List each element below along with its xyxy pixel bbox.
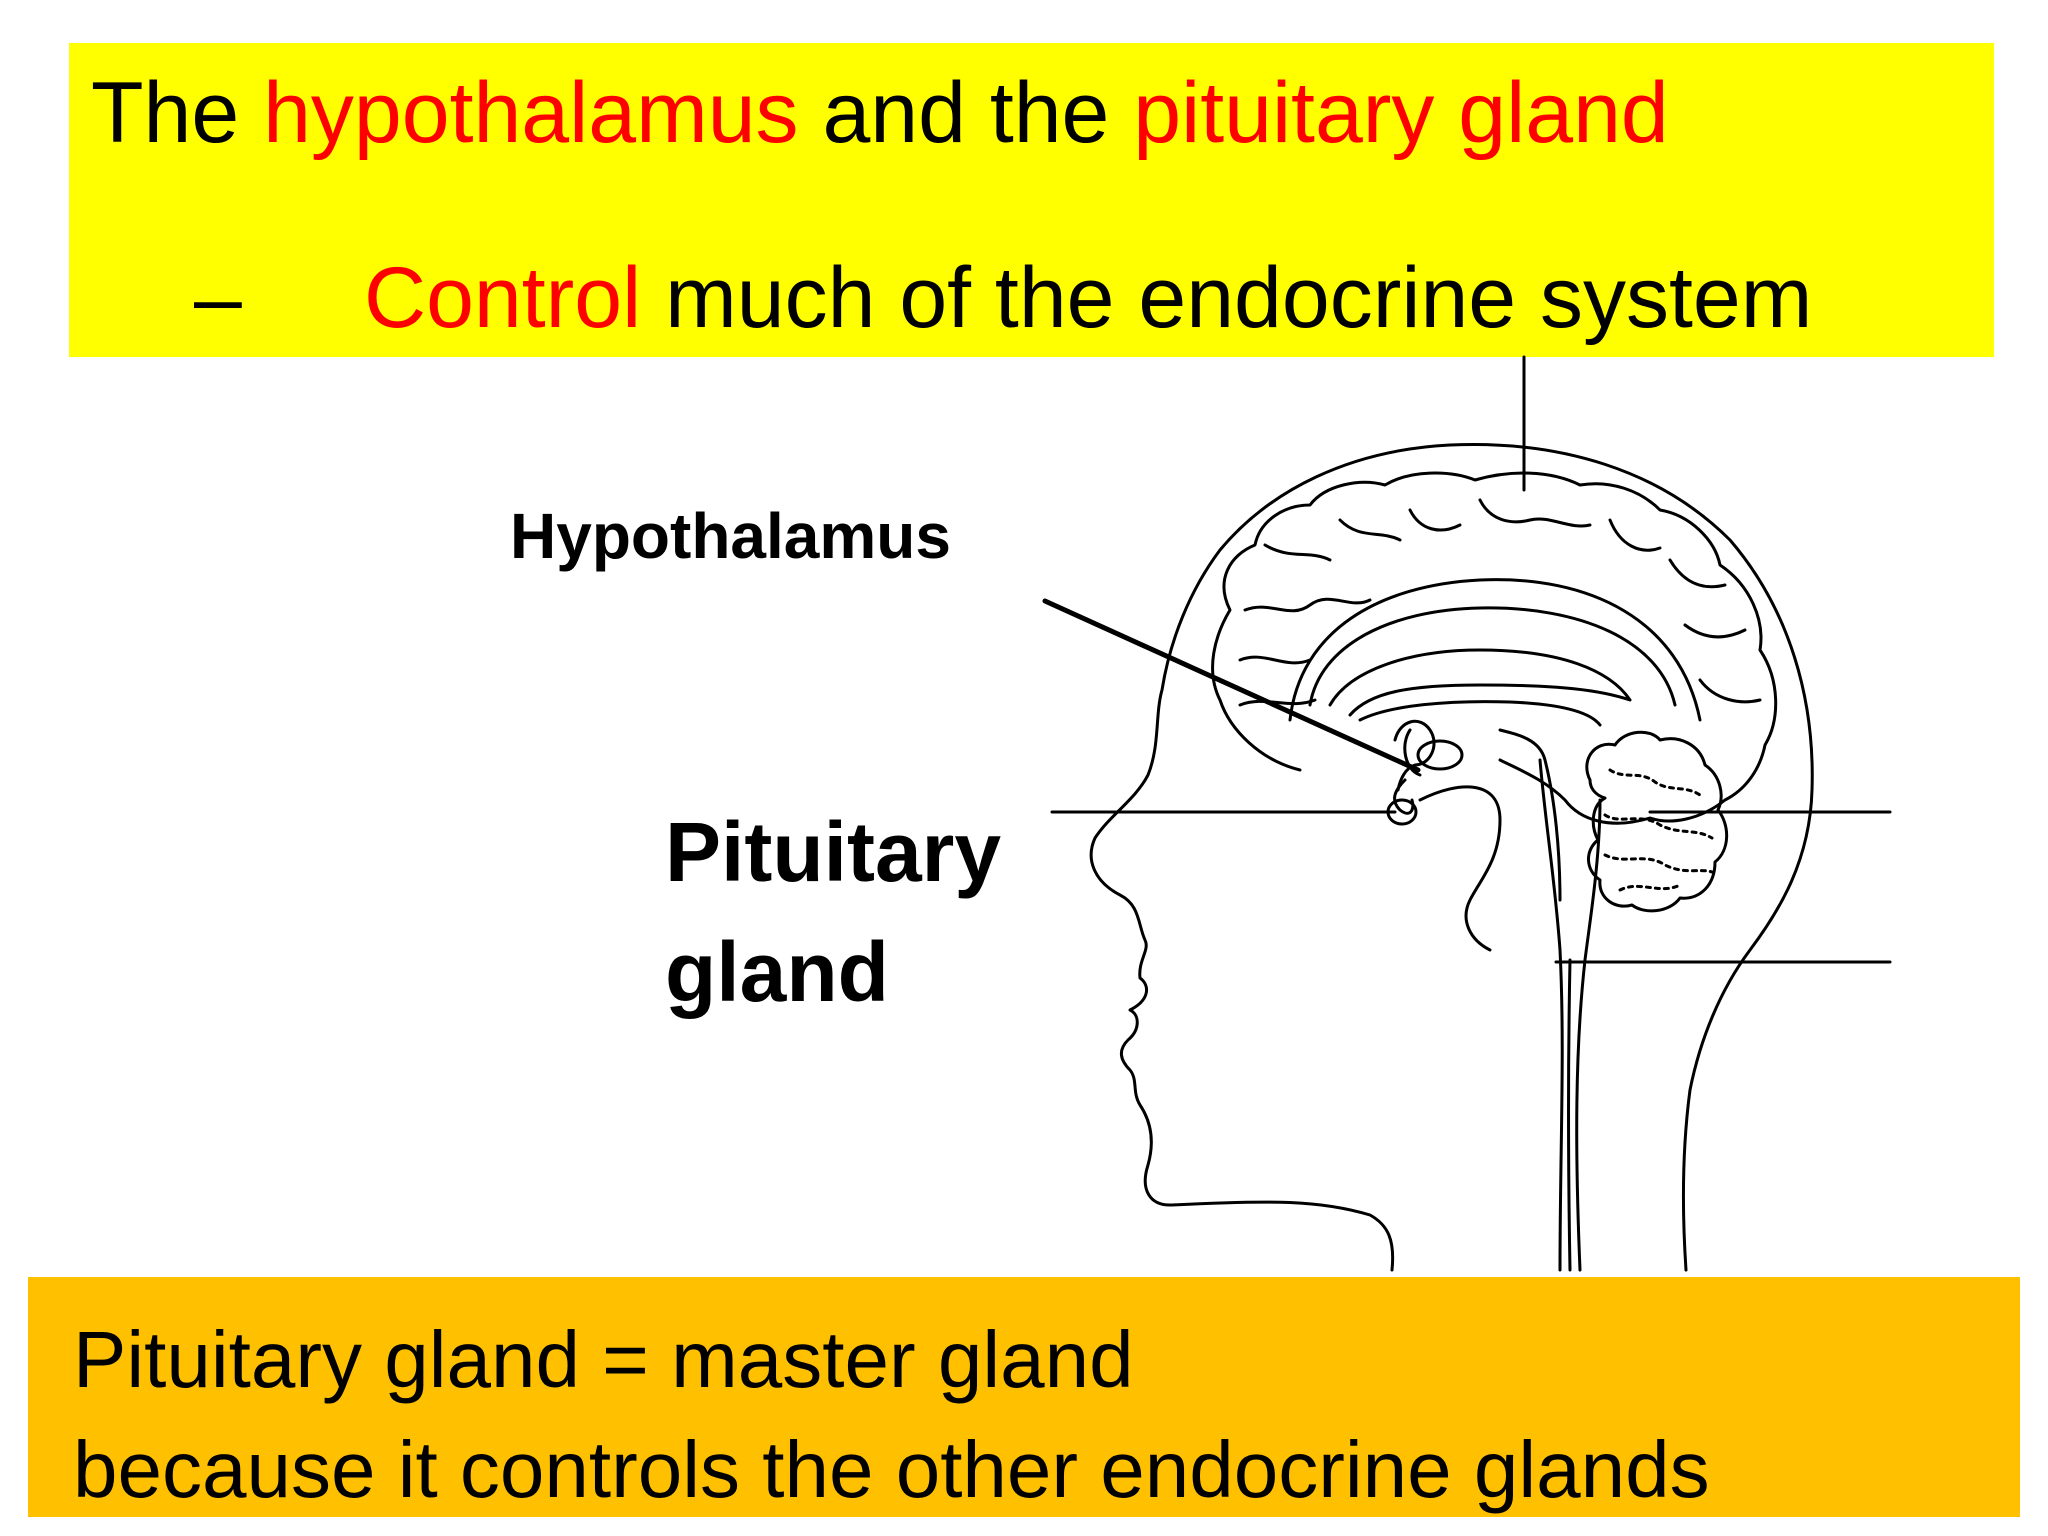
- bullet-point: – Control much of the endocrine system: [194, 248, 1812, 348]
- spinal-line: [1567, 958, 1572, 1272]
- hypothalamus-pointer-line: [1042, 598, 1421, 773]
- summary-line-2: because it controls the other endocrine …: [73, 1425, 1710, 1514]
- inner-arch-1: [1288, 578, 1702, 722]
- summary-line-1: Pituitary gland = master gland: [73, 1315, 1134, 1404]
- summary-box: Pituitary gland = master gland because i…: [28, 1277, 2020, 1517]
- gyrus-line-5: [1683, 623, 1762, 704]
- pituitary-gland-label: Pituitary gland: [665, 792, 1065, 1032]
- title-text-2: and the: [798, 65, 1134, 161]
- bullet-dash: –: [194, 250, 242, 346]
- cerebellum-folia-3: [1603, 853, 1714, 874]
- gyrus-line-3: [1408, 498, 1592, 532]
- bullet-highlight-control: Control: [364, 250, 642, 346]
- title-highlight-pituitary: pituitary gland: [1133, 65, 1669, 161]
- pituitary-label-line-1: Pituitary: [665, 805, 1002, 899]
- hypothalamus-label: Hypothalamus: [510, 500, 951, 572]
- cerebellum-folia-4: [1618, 883, 1682, 892]
- pons: [1418, 785, 1502, 952]
- summary-text: Pituitary gland = master gland because i…: [73, 1305, 1710, 1525]
- brainstem-left: [1538, 758, 1564, 1272]
- thalamus: [1416, 739, 1464, 771]
- cerebellum: [1585, 730, 1729, 913]
- midbrain: [1403, 728, 1562, 902]
- bullet-text: much of the endocrine system: [641, 250, 1813, 346]
- gyrus-line-1: [1243, 597, 1372, 613]
- head-outline: [1089, 442, 1814, 1272]
- gyrus-line-2: [1263, 518, 1402, 562]
- cerebellum-folia-1: [1608, 768, 1702, 797]
- hypothalamus-region: [1393, 719, 1436, 792]
- title-text-1: The: [91, 65, 264, 161]
- title-box: The hypothalamus and the pituitary gland…: [69, 43, 1994, 357]
- inner-arch-2: [1308, 606, 1677, 707]
- inner-arch-3: [1358, 700, 1602, 727]
- corpus-callosum: [1328, 648, 1632, 717]
- gyrus-line-6: [1238, 655, 1317, 707]
- slide-title: The hypothalamus and the pituitary gland: [91, 63, 1669, 163]
- gyrus-line-4: [1608, 518, 1727, 589]
- cerebellum-folia-2: [1603, 813, 1714, 840]
- pituitary-stalk: [1393, 778, 1415, 815]
- brainstem-right: [1575, 798, 1602, 1272]
- cerebrum-outline: [1211, 471, 1778, 825]
- pituitary-label-line-2: gland: [665, 925, 889, 1019]
- title-highlight-hypothalamus: hypothalamus: [263, 65, 799, 161]
